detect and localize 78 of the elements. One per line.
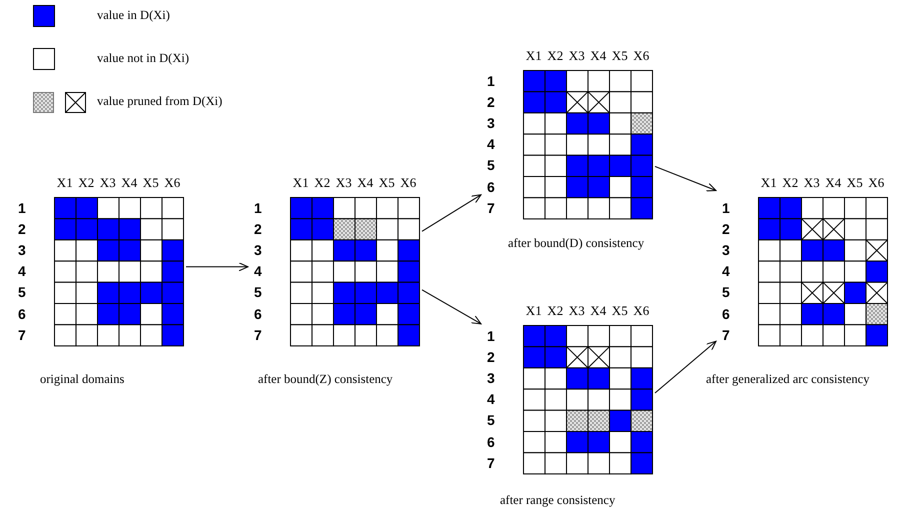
row-number: 6 <box>487 178 495 195</box>
column-header: X5 <box>846 176 863 190</box>
column-header: X5 <box>612 304 628 318</box>
row-number: 3 <box>254 242 262 258</box>
column-header: X5 <box>612 49 628 63</box>
row-number: 2 <box>254 220 262 237</box>
column-header: X4 <box>590 49 606 63</box>
column-header: X6 <box>868 176 884 190</box>
row-number: 7 <box>18 326 26 343</box>
row-number: 4 <box>254 263 262 280</box>
column-header: X4 <box>121 176 138 190</box>
column-header: X3 <box>804 176 820 190</box>
row-number: 5 <box>487 157 495 174</box>
column-header: X6 <box>633 49 650 63</box>
column-header: X4 <box>825 176 842 190</box>
column-header: X3 <box>100 176 116 190</box>
column-header: X5 <box>142 176 159 190</box>
grid-caption: original domains <box>40 372 124 386</box>
row-number: 4 <box>487 136 495 152</box>
row-number: 7 <box>254 326 262 343</box>
legend-label: value not in D(Xi) <box>97 51 189 65</box>
arrow <box>654 166 716 192</box>
row-number: 5 <box>254 284 262 300</box>
row-number: 1 <box>487 328 495 344</box>
row-number: 6 <box>722 306 730 322</box>
row-number: 5 <box>487 412 495 428</box>
column-header: X4 <box>357 176 374 190</box>
column-header: X1 <box>760 176 777 190</box>
legend-label: value in D(Xi) <box>97 8 170 22</box>
row-number: 4 <box>487 391 495 408</box>
column-header: X3 <box>336 176 352 190</box>
row-number: 1 <box>487 72 495 89</box>
row-number: 5 <box>722 284 730 300</box>
column-header: X2 <box>314 176 330 190</box>
row-number: 2 <box>487 94 495 110</box>
arrow <box>654 340 716 394</box>
column-header: X6 <box>633 304 650 318</box>
column-header: X6 <box>400 176 416 190</box>
grid-caption: after bound(D) consistency <box>508 236 644 250</box>
row-number: 7 <box>487 454 495 471</box>
row-number: 1 <box>254 200 262 216</box>
legend-label: value pruned from D(Xi) <box>97 94 222 108</box>
row-number: 6 <box>487 434 495 450</box>
row-number: 3 <box>487 370 495 386</box>
row-number: 3 <box>487 115 495 131</box>
grid-caption: after bound(Z) consistency <box>258 372 393 386</box>
row-number: 3 <box>722 242 730 258</box>
grid-caption: after range consistency <box>500 493 616 507</box>
column-header: X3 <box>568 49 585 63</box>
arrow <box>422 289 482 324</box>
column-header: X1 <box>56 176 73 190</box>
row-number: 7 <box>487 200 495 216</box>
row-number: 4 <box>18 263 26 280</box>
column-header: X2 <box>78 176 94 190</box>
column-header: X1 <box>526 49 542 63</box>
column-header: X1 <box>526 304 542 318</box>
row-number: 6 <box>254 306 262 322</box>
column-header: X2 <box>547 304 564 318</box>
row-number: 2 <box>18 220 26 237</box>
row-number: 3 <box>18 242 26 258</box>
column-header: X1 <box>292 176 309 190</box>
row-number: 7 <box>722 326 730 343</box>
column-header: X4 <box>590 304 606 318</box>
column-header: X6 <box>164 176 180 190</box>
column-header: X2 <box>782 176 798 190</box>
column-header: X2 <box>547 49 564 63</box>
grid-caption: after generalized arc consistency <box>706 372 870 386</box>
row-number: 1 <box>722 200 730 216</box>
row-number: 1 <box>18 200 26 216</box>
arrow <box>186 262 248 272</box>
row-number: 4 <box>722 263 730 280</box>
arrow <box>422 194 482 232</box>
row-number: 5 <box>18 284 26 300</box>
column-header: X5 <box>378 176 395 190</box>
row-number: 2 <box>487 348 495 365</box>
column-header: X3 <box>568 304 585 318</box>
row-number: 2 <box>722 220 730 237</box>
row-number: 6 <box>18 306 26 322</box>
